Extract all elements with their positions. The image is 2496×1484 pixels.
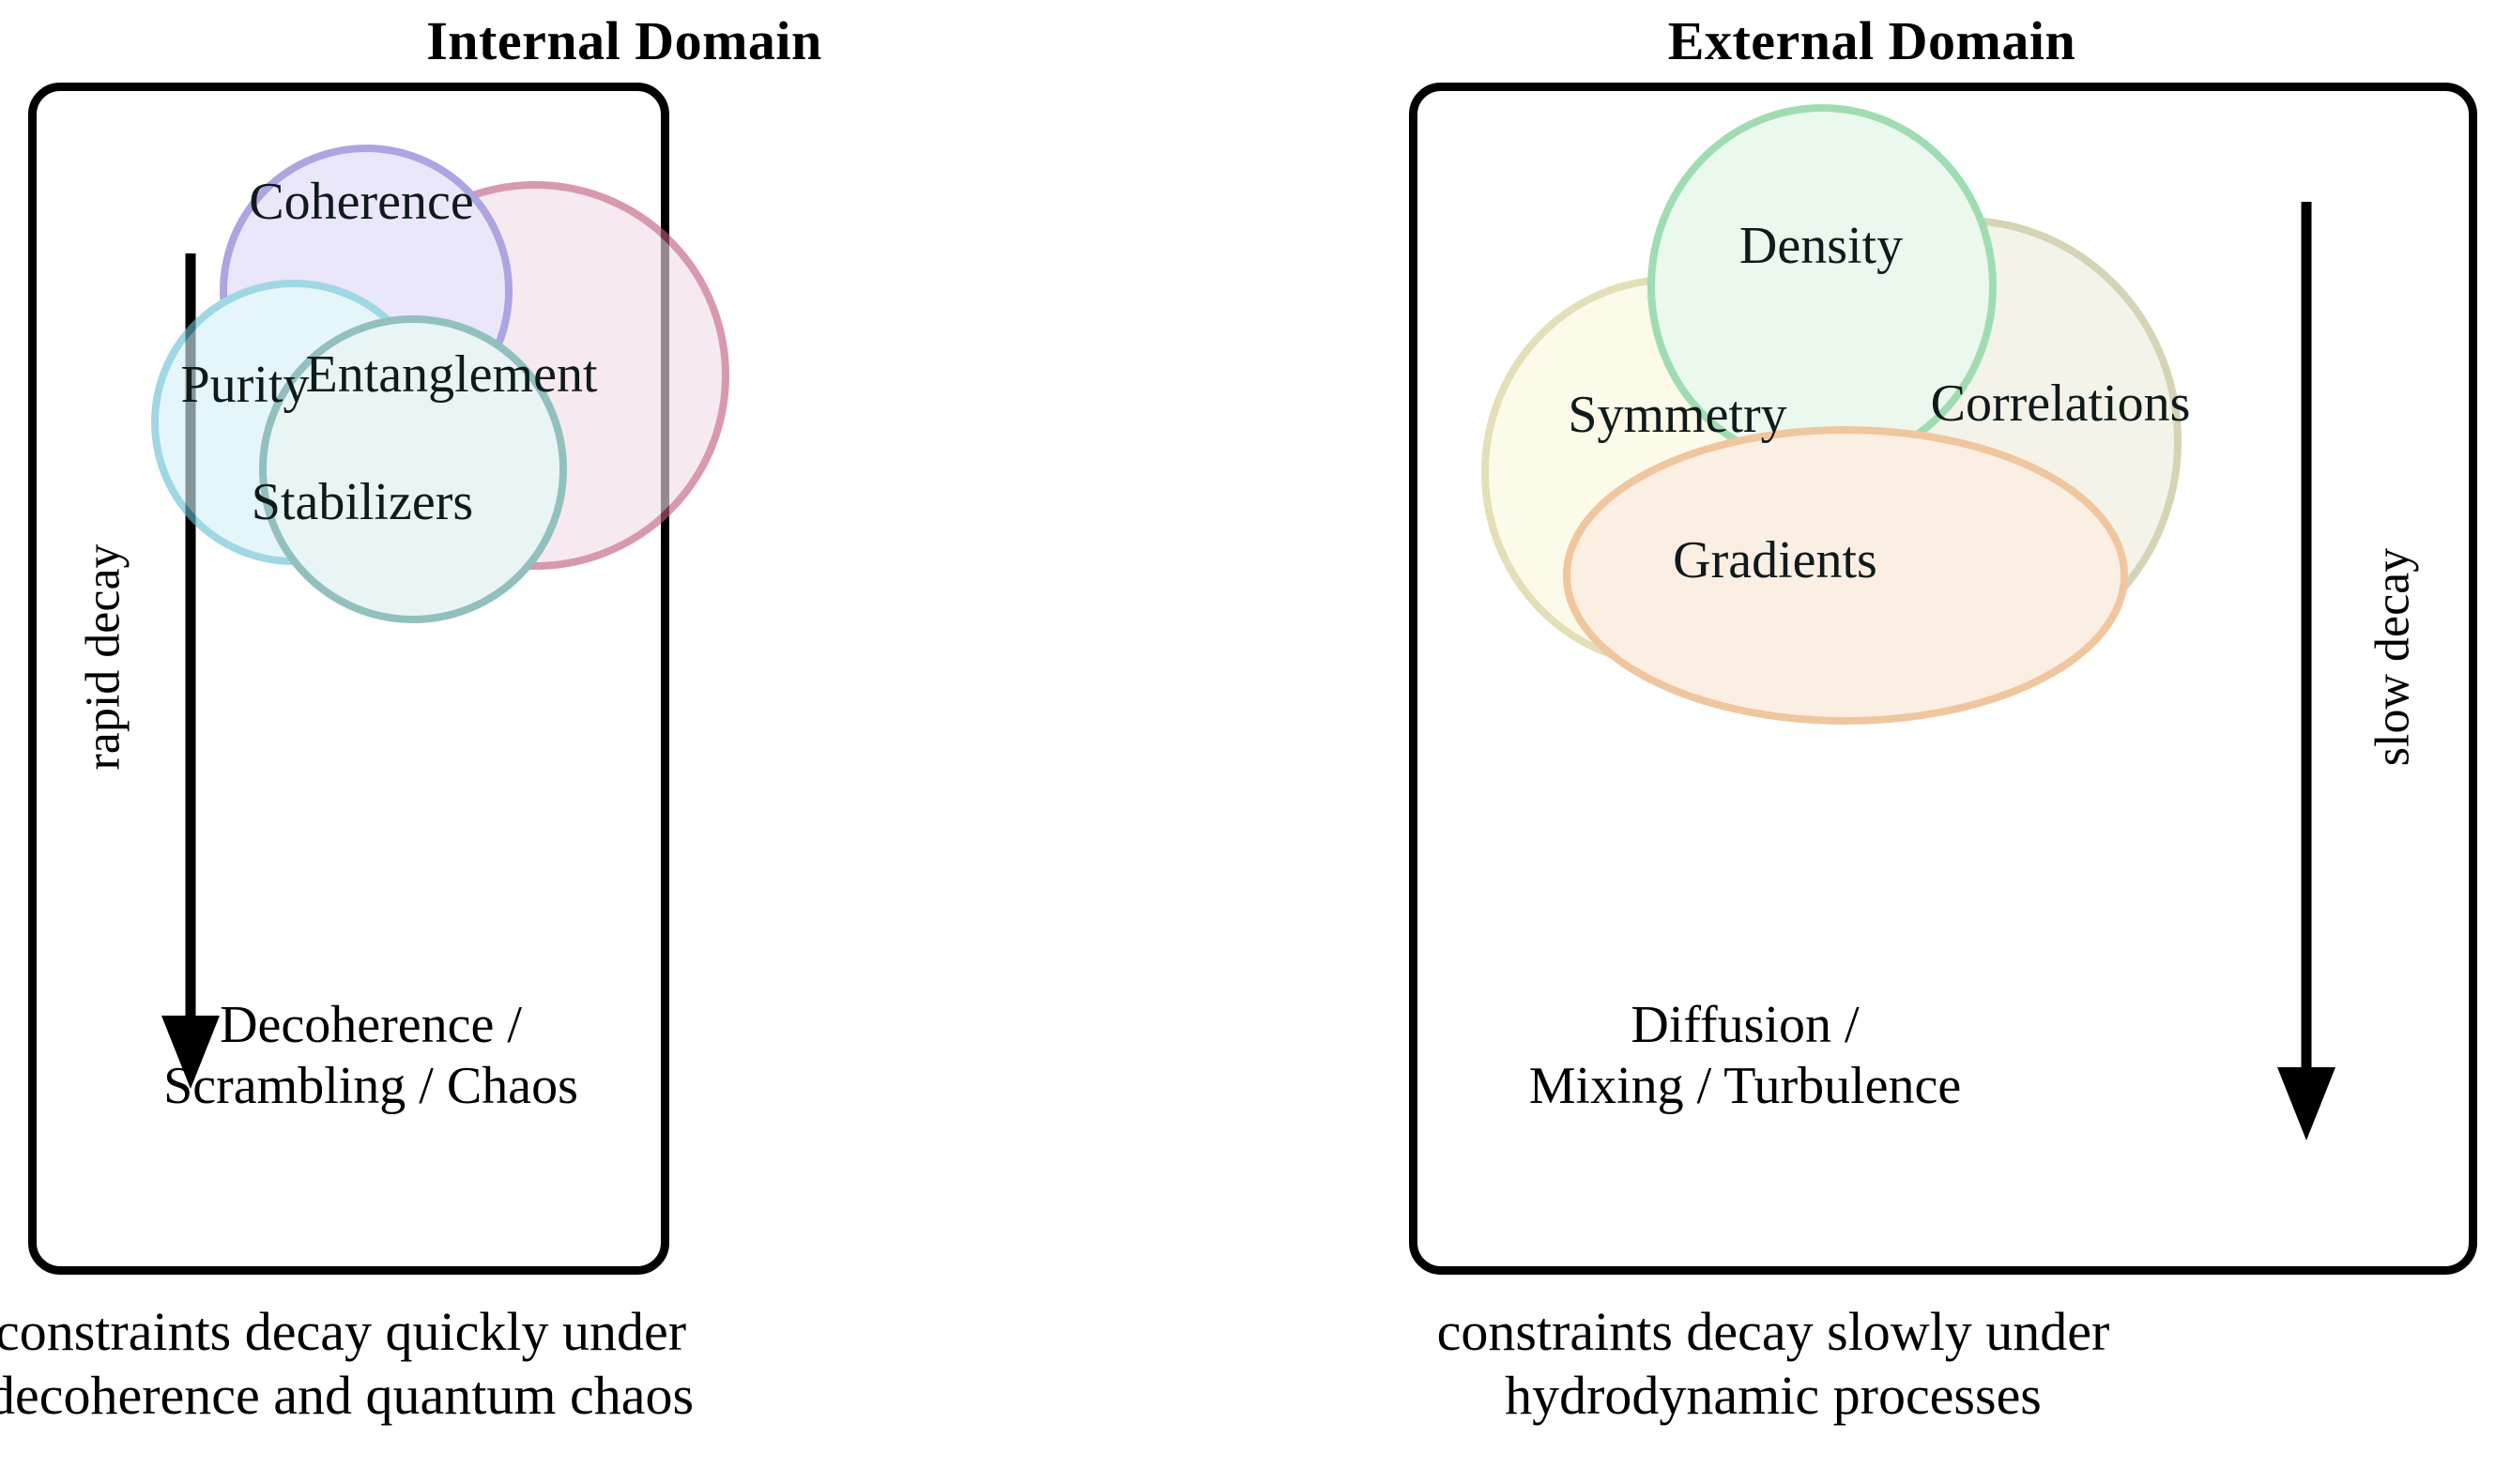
panel-external-domain: External Domain slow decay Density Corre… [1248, 0, 2496, 1484]
venn-label-entanglement: Entanglement [305, 345, 598, 404]
venn-label-correlations: Correlations [1930, 375, 2191, 433]
panel-title-external: External Domain [1667, 10, 2076, 71]
panel-caption-internal: constraints decay quickly under decohere… [0, 1300, 697, 1428]
venn-label-density: Density [1738, 217, 1904, 275]
panel-internal-domain: Internal Domain rapid decay Coherence En… [0, 10, 822, 1428]
venn-label-purity: Purity [180, 356, 310, 414]
venn-internal [151, 145, 729, 623]
panel-caption-line-1: constraints decay quickly under [0, 1301, 687, 1362]
panel-frame-external [1409, 83, 2477, 1275]
venn-label-stabilizers: Stabilizers [251, 473, 474, 531]
venn-label-symmetry: Symmetry [1568, 386, 1787, 444]
venn-label-coherence: Coherence [249, 173, 474, 231]
panel-footer-line-1: Diffusion / [1631, 996, 1860, 1054]
panel-caption-external: constraints decay slowly under hydrodyna… [1388, 1300, 2158, 1428]
panel-footer-line-2: Scrambling / Chaos [163, 1056, 578, 1115]
panel-frame-internal [28, 83, 669, 1275]
panel-footer-external: Diffusion / Mixing / Turbulence [1388, 995, 2102, 1117]
venn-set-gradients [1563, 426, 2128, 725]
panel-footer-internal: Decoherence / Scrambling / Chaos [42, 995, 699, 1117]
panel-title-internal: Internal Domain [426, 10, 822, 71]
venn-external [1481, 104, 2182, 725]
panel-footer-line-2: Mixing / Turbulence [1528, 1056, 1962, 1115]
panel-caption-line-1: constraints decay slowly under [1436, 1301, 2110, 1362]
venn-set-stabilizers [259, 315, 567, 623]
venn-label-gradients: Gradients [1673, 531, 1877, 589]
panel-caption-line-2: decoherence and quantum chaos [0, 1364, 695, 1426]
panel-footer-line-1: Decoherence / [220, 996, 522, 1054]
panel-caption-line-2: hydrodynamic processes [1505, 1364, 2042, 1426]
